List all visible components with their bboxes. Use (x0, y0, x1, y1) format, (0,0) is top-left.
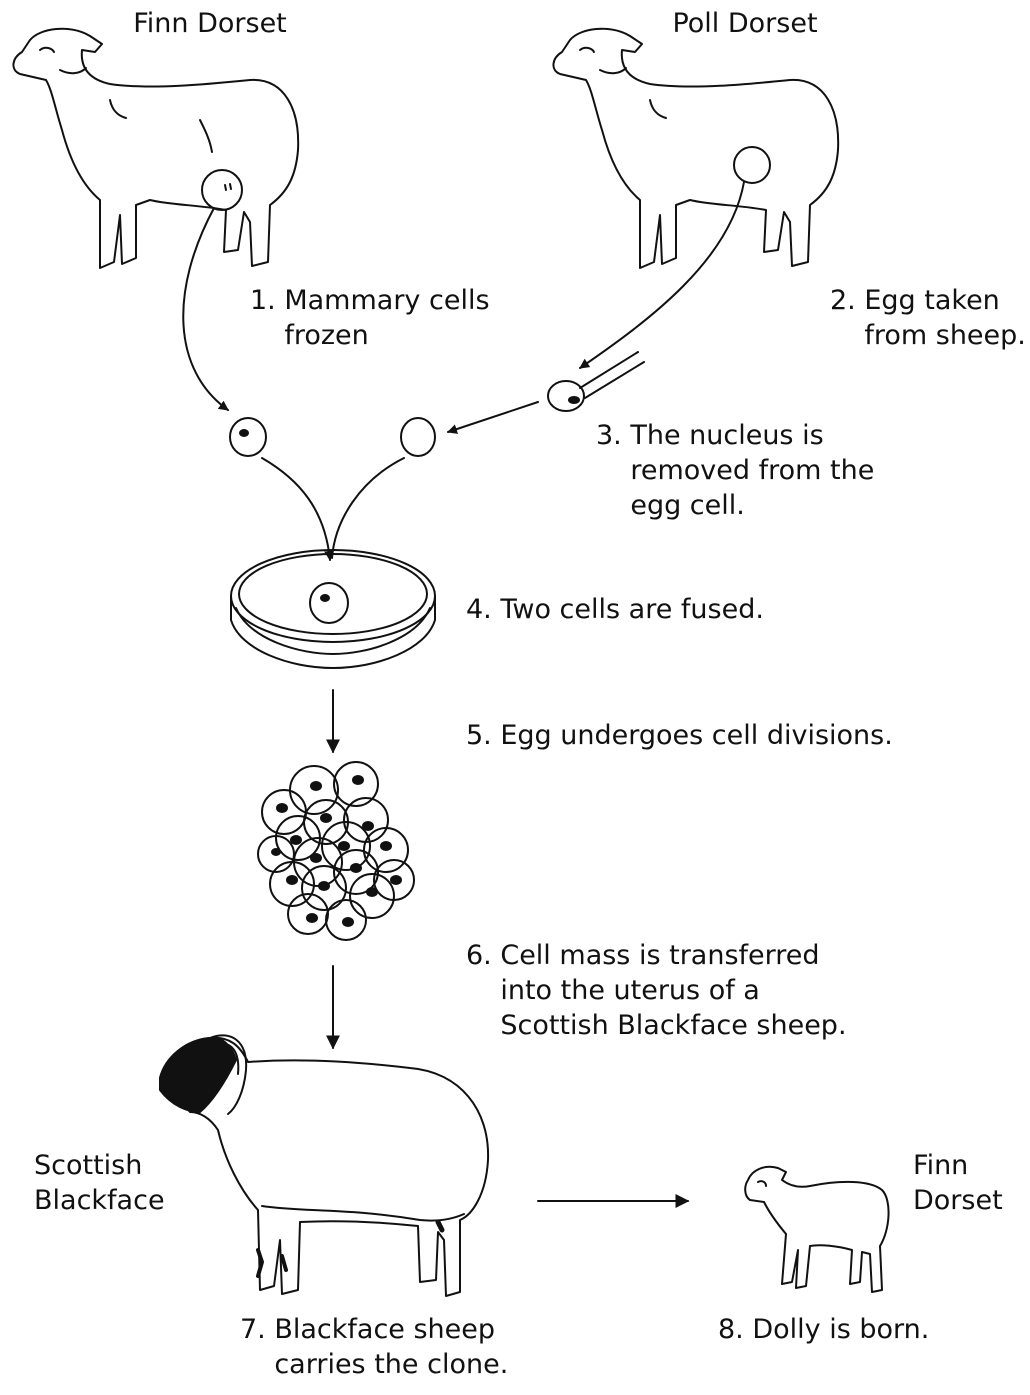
pipette-icon (548, 352, 644, 411)
label-step4: 4. Two cells are fused. (466, 592, 764, 627)
label-step5: 5. Egg undergoes cell divisions. (466, 718, 893, 753)
arrow-mammary-to-cell (183, 208, 228, 410)
petri-dish-icon (231, 550, 435, 668)
lamb-icon (745, 1167, 888, 1292)
blackface-sheep-icon (160, 1035, 488, 1296)
arrow-mammary-to-dish (262, 458, 330, 560)
cell-mass-icon (258, 762, 414, 940)
label-step6: 6. Cell mass is transferred into the ute… (466, 938, 847, 1043)
label-poll-dorset: Poll Dorset (672, 8, 817, 39)
finn-dorset-sheep-icon (13, 29, 298, 268)
arrow-pipette-to-egg (448, 402, 538, 432)
label-finn-dorset-top: Finn Dorset (133, 8, 287, 39)
label-step8: 8. Dolly is born. (718, 1312, 929, 1347)
arrow-egg-to-dish (332, 458, 404, 558)
label-step7: 7. Blackface sheep carries the clone. (240, 1312, 508, 1382)
label-finn-dorset-bottom: Finn Dorset (913, 1148, 1003, 1218)
label-step1: 1. Mammary cells frozen (250, 283, 490, 353)
label-scottish-blackface: Scottish Blackface (34, 1148, 165, 1218)
enucleated-egg-cell (401, 418, 435, 456)
poll-dorset-sheep-icon (553, 29, 838, 268)
arrow-egg-to-pipette (580, 182, 744, 368)
mammary-cell (230, 418, 266, 456)
label-step2: 2. Egg taken from sheep. (830, 283, 1026, 353)
label-step3: 3. The nucleus is removed from the egg c… (596, 418, 874, 523)
